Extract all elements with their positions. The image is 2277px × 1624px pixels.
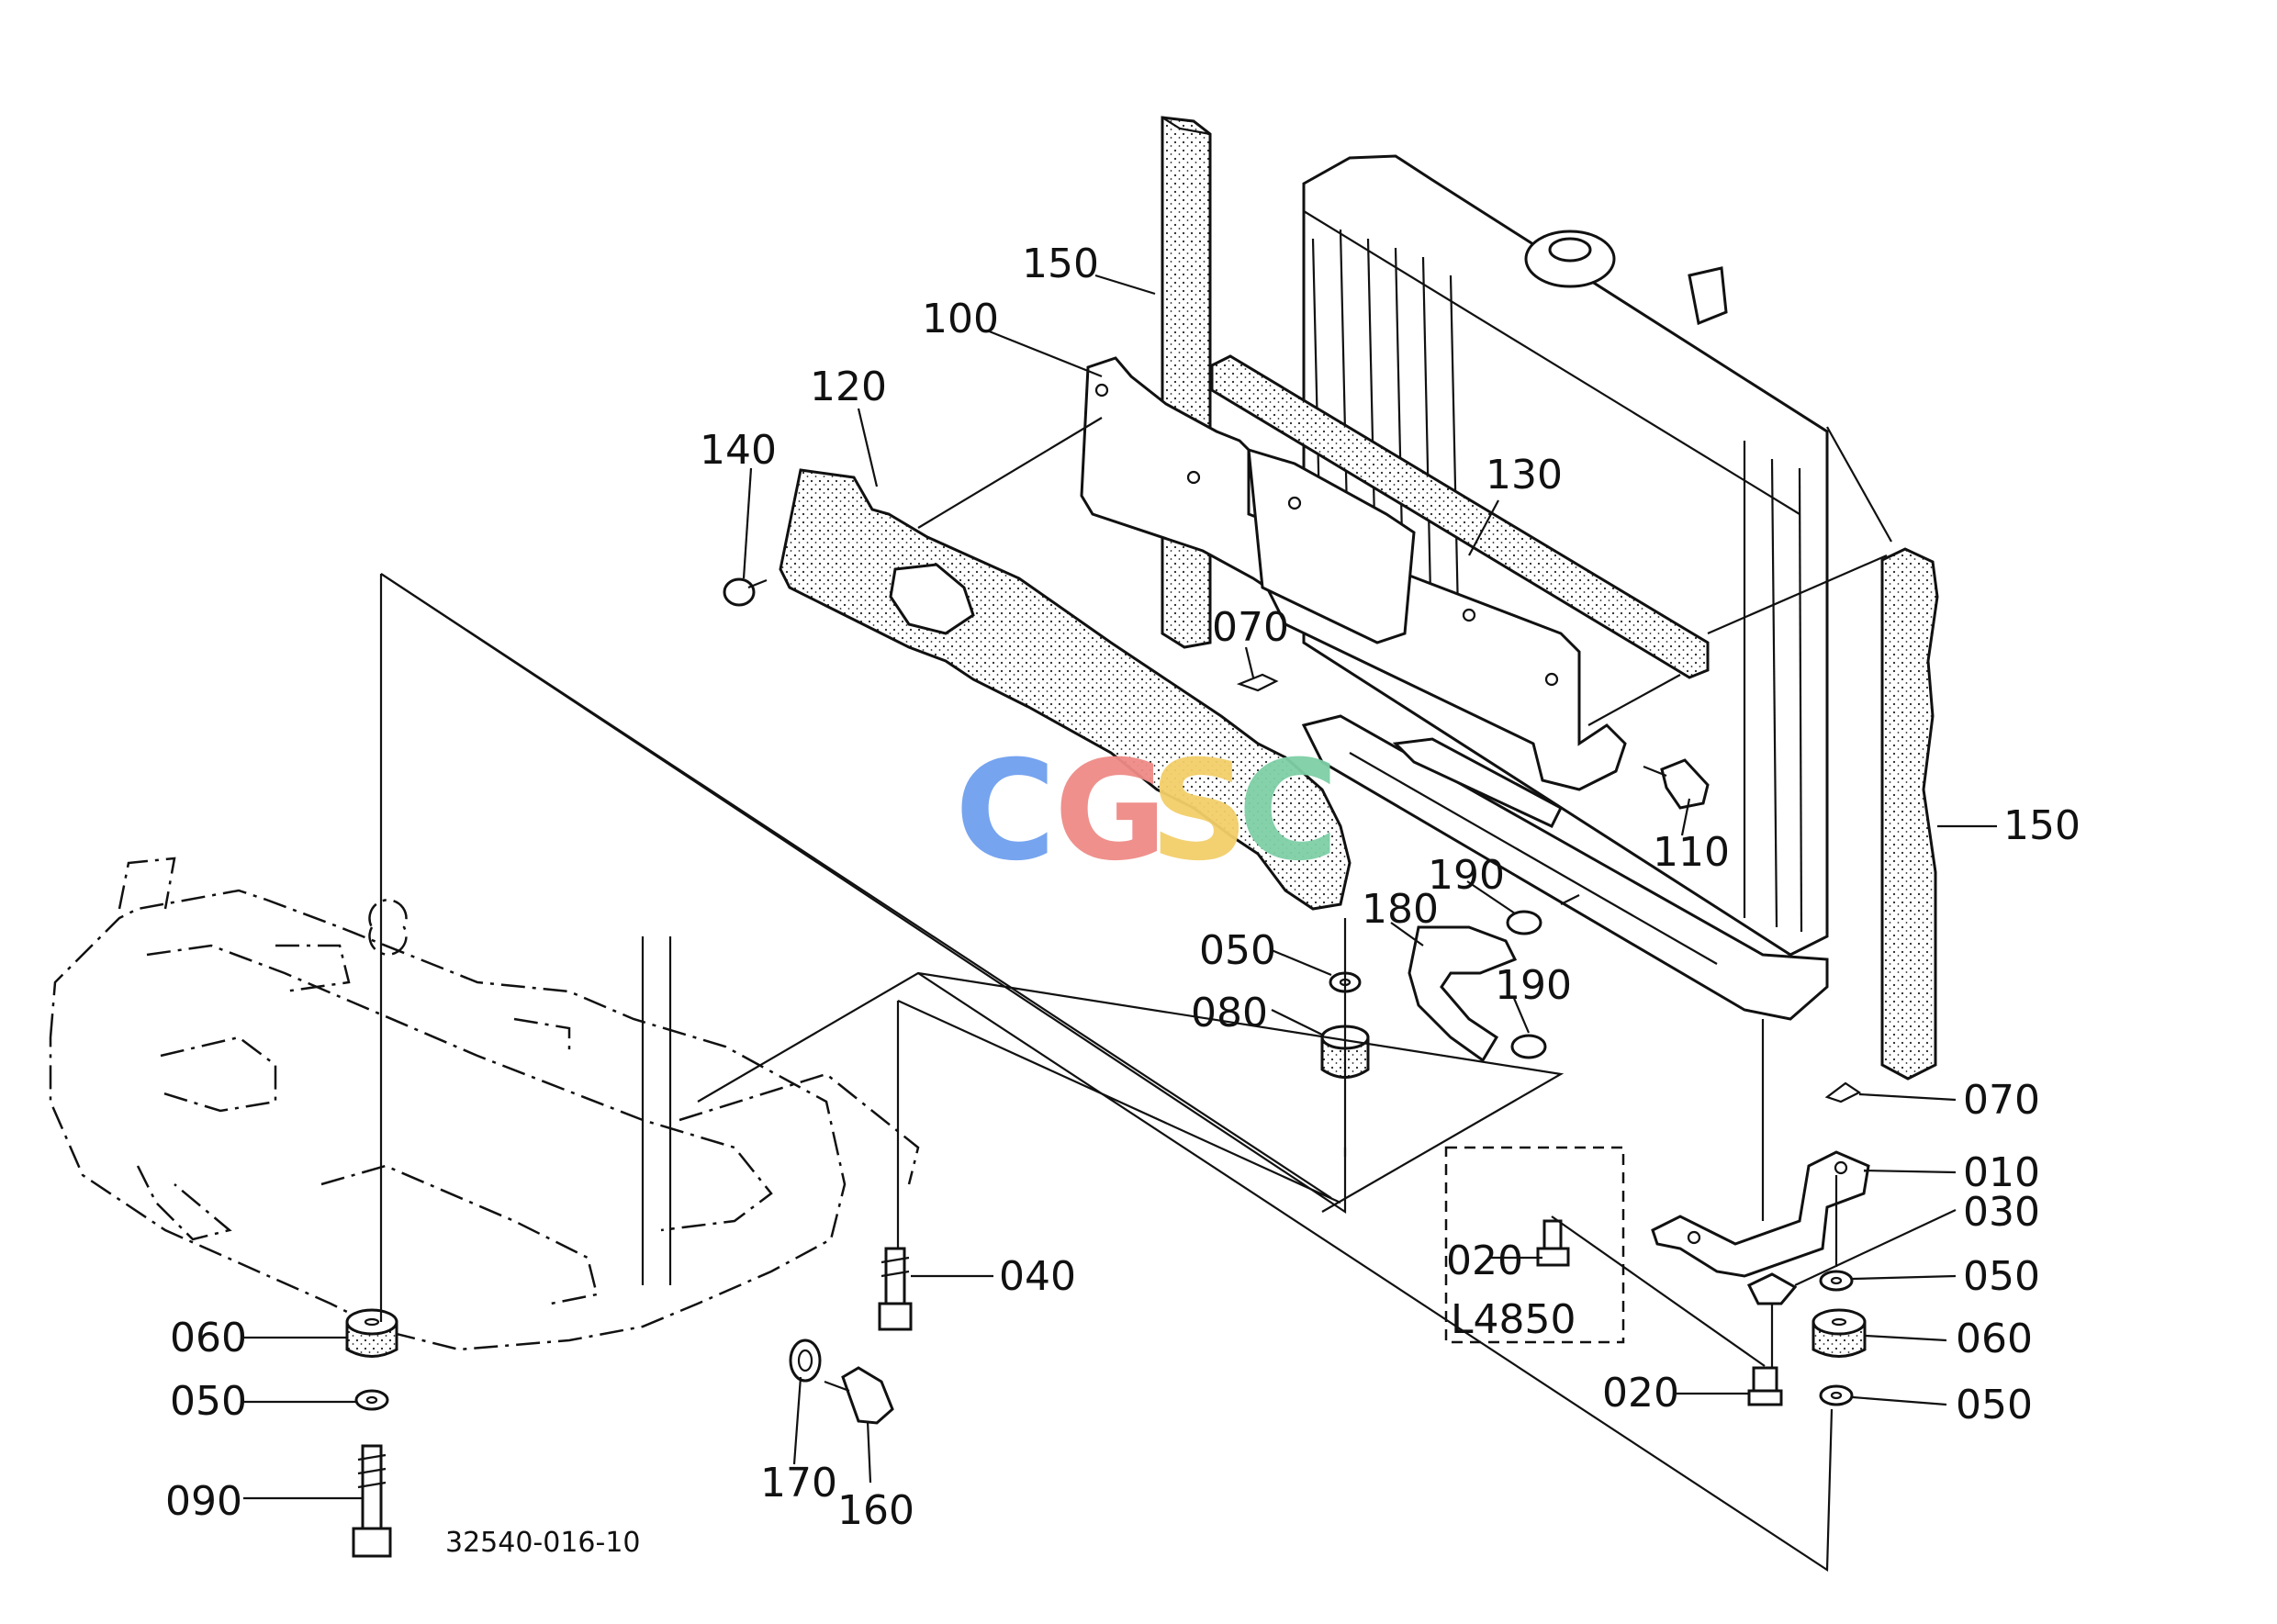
clamp-190-a	[1506, 910, 1542, 935]
callout-020-bottom: 020	[1602, 1370, 1679, 1417]
callout-020-box: 020	[1446, 1238, 1523, 1284]
washer-050-r1	[1819, 1270, 1854, 1292]
clamp-190-b	[1510, 1034, 1547, 1059]
callout-090: 090	[165, 1478, 242, 1525]
bolt-110	[1643, 758, 1710, 810]
callout-190-b: 190	[1495, 962, 1572, 1009]
clip-070-top	[1236, 673, 1279, 692]
seal-150-left	[1161, 116, 1212, 649]
bracket-010	[1651, 1150, 1870, 1278]
callout-080: 080	[1191, 990, 1268, 1036]
callout-150-right: 150	[2003, 802, 2081, 849]
bracket-120	[779, 468, 1352, 911]
washer-050-r2	[1819, 1384, 1854, 1406]
callout-140: 140	[700, 427, 777, 474]
callout-170: 170	[760, 1460, 837, 1506]
callout-060-left: 060	[170, 1315, 247, 1361]
callout-110: 110	[1653, 829, 1730, 876]
plate-100	[1080, 356, 1627, 791]
bolt-020-bottom	[1747, 1366, 1783, 1406]
watermark-letter-c2: C	[1238, 732, 1339, 891]
base-frame	[49, 857, 920, 1351]
hose-180	[1408, 894, 1580, 1063]
callout-040: 040	[999, 1253, 1076, 1300]
callout-100: 100	[922, 296, 999, 342]
nut-030	[1746, 1272, 1798, 1305]
rubber-060-left	[345, 1308, 398, 1358]
callout-050-r2: 050	[1956, 1382, 2033, 1428]
callout-150-top: 150	[1022, 241, 1099, 287]
callouts: 150 100 120 140 130 070 110 150 190 180 …	[165, 241, 2081, 1559]
knob-160	[824, 1366, 894, 1425]
callout-120: 120	[810, 364, 887, 410]
callout-060-right: 060	[1956, 1316, 2033, 1362]
callout-030: 030	[1963, 1189, 2040, 1236]
pin-140	[723, 577, 768, 607]
assembly-lines	[379, 417, 1892, 1573]
watermark-cgsc: C G S C	[955, 732, 1339, 891]
clip-070-right	[1824, 1081, 1862, 1103]
callout-070-top: 070	[1212, 604, 1289, 651]
seal-150-right	[1880, 547, 1939, 1081]
leader-lines	[243, 274, 1997, 1500]
callout-180: 180	[1362, 886, 1439, 933]
bolt-090	[352, 1444, 392, 1558]
drawing-number: 32540-016-10	[445, 1527, 641, 1559]
watermark-letter-g: G	[1054, 732, 1167, 891]
callout-010: 010	[1963, 1149, 2040, 1196]
callout-160: 160	[837, 1487, 914, 1534]
callout-050-mid: 050	[1199, 927, 1276, 974]
bolt-040	[878, 1247, 913, 1331]
callout-050-r1: 050	[1963, 1253, 2040, 1300]
watermark-letter-s: S	[1150, 732, 1249, 891]
watermark-letter-c1: C	[955, 732, 1056, 891]
callout-050-left: 050	[170, 1378, 247, 1425]
lower-rail	[1301, 714, 1829, 1021]
callout-190-a: 190	[1428, 852, 1505, 899]
rail-130	[1210, 354, 1710, 679]
washer-050-left	[354, 1389, 389, 1411]
rubber-060-right	[1812, 1308, 1867, 1358]
washer-170	[789, 1338, 822, 1383]
box-label-l4850: L4850	[1451, 1296, 1576, 1343]
callout-130: 130	[1486, 452, 1563, 498]
detail-box-l4850	[1444, 1146, 1625, 1344]
callout-070-right: 070	[1963, 1077, 2040, 1124]
